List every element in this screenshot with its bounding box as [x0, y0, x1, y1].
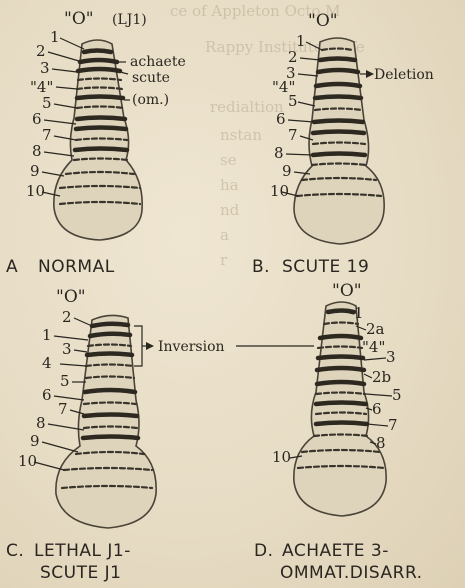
band-number: 5	[288, 92, 298, 110]
band	[313, 132, 364, 134]
band-number: 10	[26, 182, 45, 200]
bg-line: se	[220, 151, 237, 169]
annotation-inversion: Inversion	[158, 339, 225, 355]
band-number: 8	[32, 142, 42, 160]
band-number: 9	[30, 162, 40, 180]
band	[75, 149, 127, 151]
band	[328, 311, 354, 313]
band-number: 7	[58, 400, 68, 418]
band	[317, 368, 364, 370]
band-number: 4	[42, 354, 52, 372]
panel-title: SCUTE 19	[282, 257, 369, 277]
band-number: 5	[42, 94, 52, 112]
band-number: 2a	[366, 320, 385, 338]
band	[317, 382, 364, 384]
band	[318, 357, 363, 359]
panel-title: NORMAL	[38, 257, 115, 277]
band-number: 5	[60, 372, 70, 390]
band	[316, 403, 366, 405]
band	[318, 70, 358, 72]
band	[314, 121, 363, 123]
panel-d: "O" 1 2a "4" 3 2b 5 6 7 8 10 D. ACHAETE …	[254, 281, 423, 583]
panel-title-line2: SCUTE J1	[40, 563, 121, 583]
bg-line: nd	[220, 201, 240, 219]
band-number: 7	[388, 416, 398, 434]
band-number: 3	[386, 348, 396, 366]
band-number: 10	[18, 452, 37, 470]
annotation-scute: scute	[132, 70, 170, 86]
centromere-label: "O"	[56, 287, 86, 307]
band-number: 6	[372, 400, 382, 418]
bg-line: nstan	[220, 126, 262, 144]
panel-letter: A	[6, 257, 18, 277]
band-number: 3	[62, 340, 72, 358]
band	[92, 324, 128, 326]
centromere-label: "O"	[332, 281, 362, 301]
panel-a: "O" (LJ1) 1 2 3 "4" 5 6 7 8 9 10 achaete…	[6, 9, 186, 277]
band-number: 2	[62, 308, 72, 326]
band	[83, 437, 138, 439]
band	[80, 60, 117, 62]
band-number: 8	[376, 434, 386, 452]
band	[320, 59, 355, 61]
band-number: 1	[354, 304, 364, 322]
band-number: 7	[288, 126, 298, 144]
band-number: 1	[42, 326, 52, 344]
band-number: 2b	[372, 368, 391, 386]
bg-line: a	[220, 226, 229, 244]
band	[77, 97, 123, 99]
band	[316, 423, 367, 425]
panel-title-line2: OMMAT.DISARR.	[280, 563, 423, 583]
band-number: 7	[42, 126, 52, 144]
band-number: 10	[272, 448, 291, 466]
band	[76, 128, 126, 130]
band-number: 2	[36, 42, 46, 60]
annotation-om: (om.)	[132, 92, 169, 108]
bg-line: r	[220, 251, 228, 269]
bg-line: ha	[220, 176, 239, 194]
band	[77, 118, 125, 120]
band-number: 1	[50, 28, 60, 46]
band-number: 8	[274, 144, 284, 162]
band	[84, 51, 111, 53]
band-number: 9	[30, 432, 40, 450]
panel-title: ACHAETE 3-	[282, 541, 389, 561]
band-number: "4"	[362, 338, 385, 356]
band	[313, 154, 365, 156]
panel-letter: B.	[252, 257, 270, 277]
panel-c: "O" 2 1 3 4 5 6 7 8 9 10 Inversion C. LE…	[6, 287, 314, 583]
band-number: 3	[40, 59, 50, 77]
band-number: 6	[276, 110, 286, 128]
band	[90, 334, 130, 336]
band-number: 10	[270, 182, 289, 200]
inversion-arrowhead	[146, 342, 154, 350]
band-number: 9	[282, 162, 292, 180]
deletion-arrowhead	[366, 70, 374, 78]
band-number: 6	[42, 386, 52, 404]
panel-letter: D.	[254, 541, 274, 561]
centromere-label: "O"	[308, 11, 338, 31]
band-number: 6	[32, 110, 42, 128]
panel-letter: C.	[6, 541, 24, 561]
band	[85, 390, 135, 392]
band	[87, 354, 132, 356]
band	[320, 336, 361, 338]
band	[316, 84, 360, 86]
band-number: 5	[392, 386, 402, 404]
band	[78, 69, 120, 71]
centromere-label: "O"	[64, 9, 94, 29]
annotation-deletion: Deletion	[374, 67, 434, 83]
annotation-achaete: achaete	[130, 54, 186, 70]
band	[315, 97, 361, 99]
band	[84, 415, 137, 417]
stock-label: (LJ1)	[112, 12, 147, 28]
bg-line: redialtion	[210, 98, 284, 116]
panel-title: LETHAL J1-	[34, 541, 131, 561]
band-number: 8	[36, 414, 46, 432]
